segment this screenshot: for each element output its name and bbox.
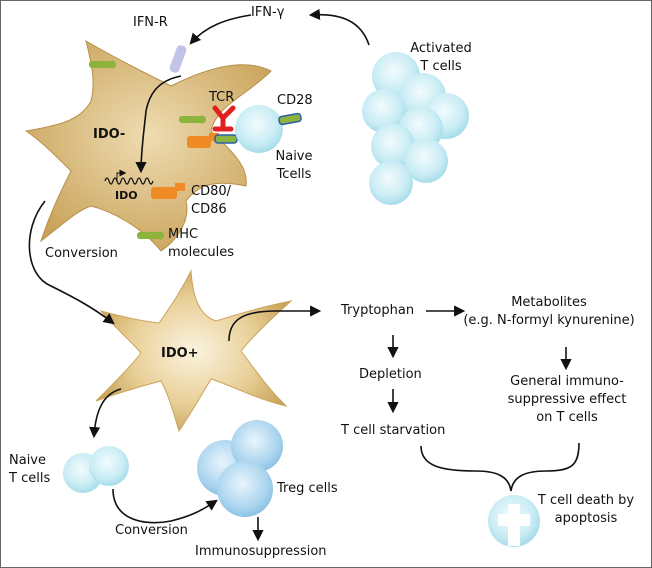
label-activated: Activated [410, 41, 472, 56]
label-ido-gene: IDO [115, 189, 138, 202]
label-t-cell-death: T cell death by [537, 493, 635, 508]
label-molecules: molecules [168, 245, 234, 260]
label-suppressive-effect: suppressive effect [507, 392, 627, 407]
label-ifn-gamma: IFN-γ [251, 5, 285, 20]
treg-cells [197, 420, 283, 517]
arrow-receptor-to-gene [135, 75, 182, 174]
arrow-conversion-bottom [112, 488, 218, 524]
mhc-peptide-icon [214, 134, 238, 144]
label-metabolites: Metabolites [511, 295, 587, 310]
activated-t-cell-cluster [362, 52, 469, 205]
gene-start-arrow [116, 169, 127, 181]
arrow-activated-to-ifn [308, 8, 370, 46]
brace-to-apoptosis [420, 442, 580, 492]
naive-t-cell-top [235, 105, 283, 153]
label-mhc: MHC [168, 227, 199, 242]
arrow-ido-to-tryptophan [228, 305, 322, 342]
label-depletion: Depletion [359, 367, 422, 382]
ido-gene-icon [104, 177, 154, 185]
green-receptor-top [89, 60, 116, 69]
arrow-conversion-top [28, 200, 115, 325]
cd80-cd86-receptor-icon [151, 183, 185, 199]
label-cd28: CD28 [277, 93, 313, 108]
label-ifn-r: IFN-R [133, 15, 168, 30]
green-receptor-mid [179, 115, 206, 124]
tcr-receptor-icon [212, 105, 236, 132]
mhc-receptor-icon [137, 231, 164, 240]
arrow-ido-to-naive [89, 388, 122, 439]
orange-receptor-mid [187, 133, 219, 148]
label-naive-tcells: Tcells [276, 167, 312, 182]
ido-minus-dendritic-cell [24, 39, 272, 252]
label-conversion-top: Conversion [45, 246, 118, 261]
label-general-immuno: General immuno- [510, 374, 624, 389]
label-naive: Naive [275, 149, 313, 164]
label-naive-bottom: Naive [9, 453, 46, 468]
label-tcr: TCR [209, 90, 235, 105]
label-immunosuppression: Immunosuppression [195, 544, 327, 559]
label-activated-t-cells: T cells [420, 59, 462, 74]
arrow-ifn-to-receptor [189, 14, 252, 45]
label-apoptosis: apoptosis [554, 511, 618, 526]
label-cd80: CD80/ [191, 184, 232, 199]
naive-t-cells-bottom [63, 446, 129, 493]
cd28-receptor-icon [278, 112, 302, 126]
label-t-cells-bottom: T cells [9, 471, 51, 486]
label-t-cell-starvation: T cell starvation [341, 423, 446, 438]
label-metabolites-example: (e.g. N-formyl kynurenine) [463, 313, 635, 328]
label-ido-minus: IDO- [93, 127, 126, 142]
label-conversion-bottom: Conversion [115, 523, 188, 538]
label-treg-cells: Treg cells [277, 481, 338, 496]
ido-plus-dendritic-cell [95, 269, 293, 433]
label-tryptophan: Tryptophan [341, 303, 415, 318]
apoptotic-t-cell [488, 495, 540, 547]
label-cd86: CD86 [191, 202, 227, 217]
ifn-r-receptor-icon [169, 45, 187, 73]
label-ido-plus: IDO+ [161, 346, 199, 361]
label-on-t-cells: on T cells [536, 410, 598, 425]
